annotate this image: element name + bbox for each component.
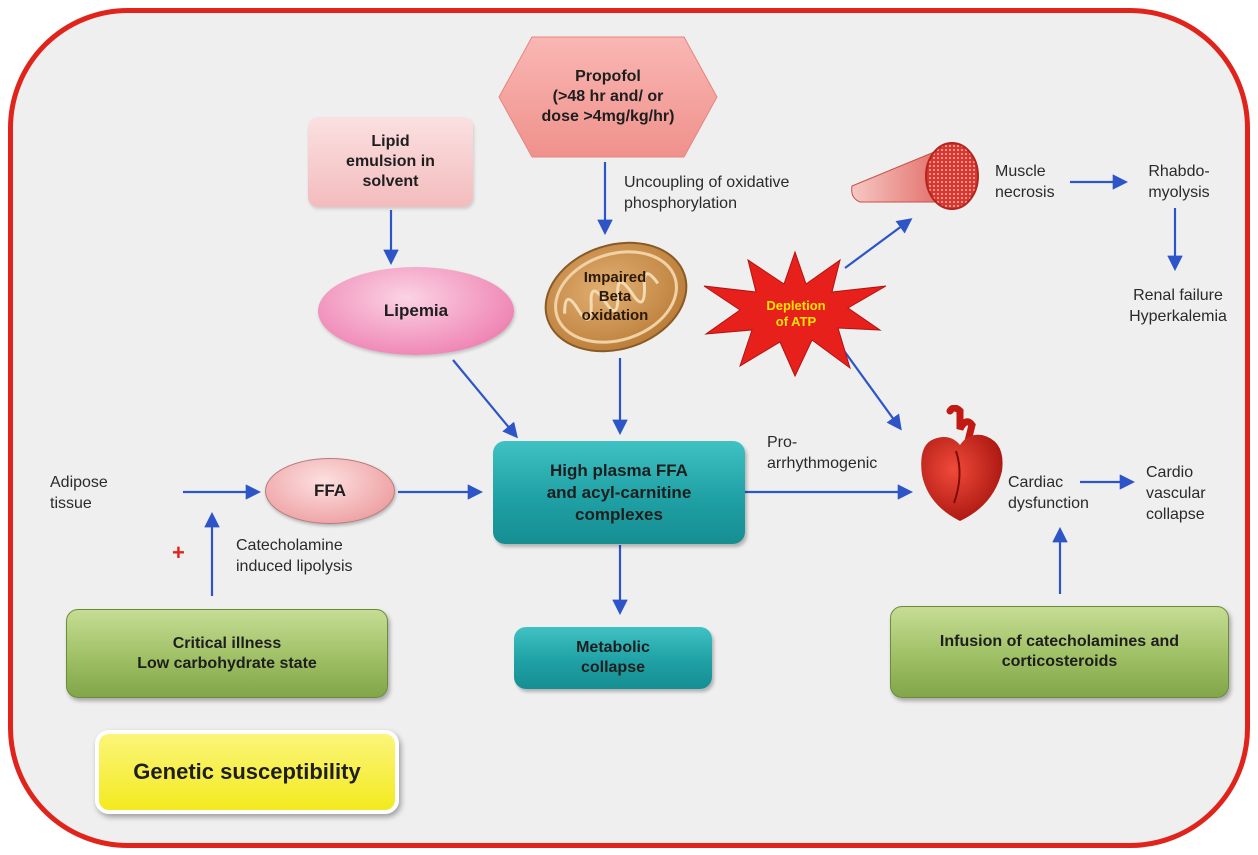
ffa-node: FFA: [265, 458, 395, 524]
impaired-beta-oxidation-node: Impaired Beta oxidation: [581, 268, 649, 324]
heart-icon: [921, 405, 1003, 521]
cardiac-dysfunction-label: Cardiac dysfunction: [1008, 474, 1089, 512]
high-plasma-ffa-node: High plasma FFA and acyl-carnitine compl…: [493, 441, 745, 544]
propofol-node: Propofol (>48 hr and/ or dose >4mg/kg/hr…: [541, 68, 675, 125]
cardiovascular-collapse-label: Cardio vascular collapse: [1146, 464, 1206, 523]
arrow-atp-to-muscle: [844, 218, 913, 269]
depletion-atp-node: Depletion of ATP: [766, 298, 826, 329]
lipemia-node: Lipemia: [318, 267, 514, 355]
infusion-node: Infusion of catecholamines and corticost…: [890, 606, 1229, 698]
catecholamine-lipolysis-label: Catecholamine induced lipolysis: [236, 537, 353, 575]
lipid-emulsion-node: Lipid emulsion in solvent: [308, 117, 473, 207]
propofol-hexagon: [498, 36, 718, 158]
critical-illness-node: Critical illness Low carbohydrate state: [66, 609, 388, 698]
mitochondrion-icon: [544, 241, 688, 353]
genetic-susceptibility-node: Genetic susceptibility: [95, 730, 399, 814]
starburst-icon: [703, 250, 887, 378]
muscle-necrosis-label: Muscle necrosis: [995, 163, 1055, 201]
uncoupling-label: Uncoupling of oxidative phosphorylation: [624, 174, 790, 212]
arrow-lipemia-to-ffa-complex: [452, 359, 518, 439]
metabolic-collapse-node: Metabolic collapse: [514, 627, 712, 689]
arrow-atp-to-heart: [841, 347, 902, 431]
adipose-tissue-label: Adipose tissue: [50, 474, 108, 512]
plus-sign: +: [172, 540, 185, 565]
rhabdomyolysis-label: Rhabdo- myolysis: [1148, 163, 1210, 201]
muscle-fiber-icon: [851, 142, 979, 210]
renal-failure-label: Renal failure Hyperkalemia: [1129, 287, 1227, 325]
pro-arrhythmogenic-label: Pro- arrhythmogenic: [767, 434, 878, 472]
